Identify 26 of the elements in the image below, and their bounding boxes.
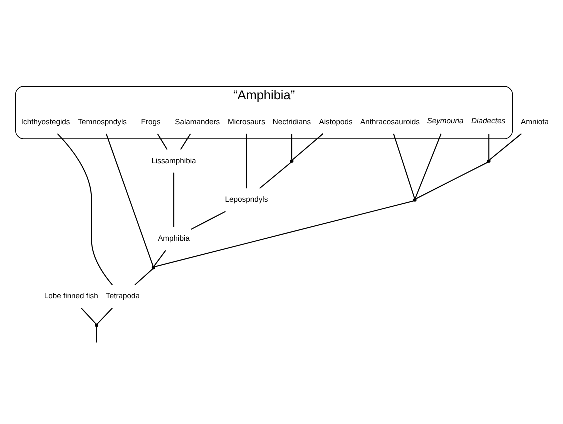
connector [416, 161, 488, 199]
connector [154, 250, 166, 266]
node-point [487, 159, 491, 162]
connector [292, 134, 293, 160]
connector [96, 326, 98, 342]
connector [490, 133, 522, 160]
connector [260, 162, 292, 189]
node-point [152, 266, 156, 270]
node-point [290, 159, 294, 162]
connector [97, 307, 113, 324]
connector [393, 133, 416, 198]
connector [174, 172, 175, 227]
connector [292, 133, 324, 160]
connector [154, 200, 414, 267]
connector [488, 134, 490, 160]
connector [134, 268, 154, 286]
connector [81, 307, 97, 324]
node-point [413, 198, 417, 202]
connector [414, 133, 442, 198]
connector [57, 133, 113, 285]
connector [191, 210, 226, 230]
connector [246, 133, 248, 188]
connector [180, 133, 192, 150]
connector [157, 133, 168, 150]
node-point [95, 323, 99, 327]
connector [106, 133, 154, 266]
